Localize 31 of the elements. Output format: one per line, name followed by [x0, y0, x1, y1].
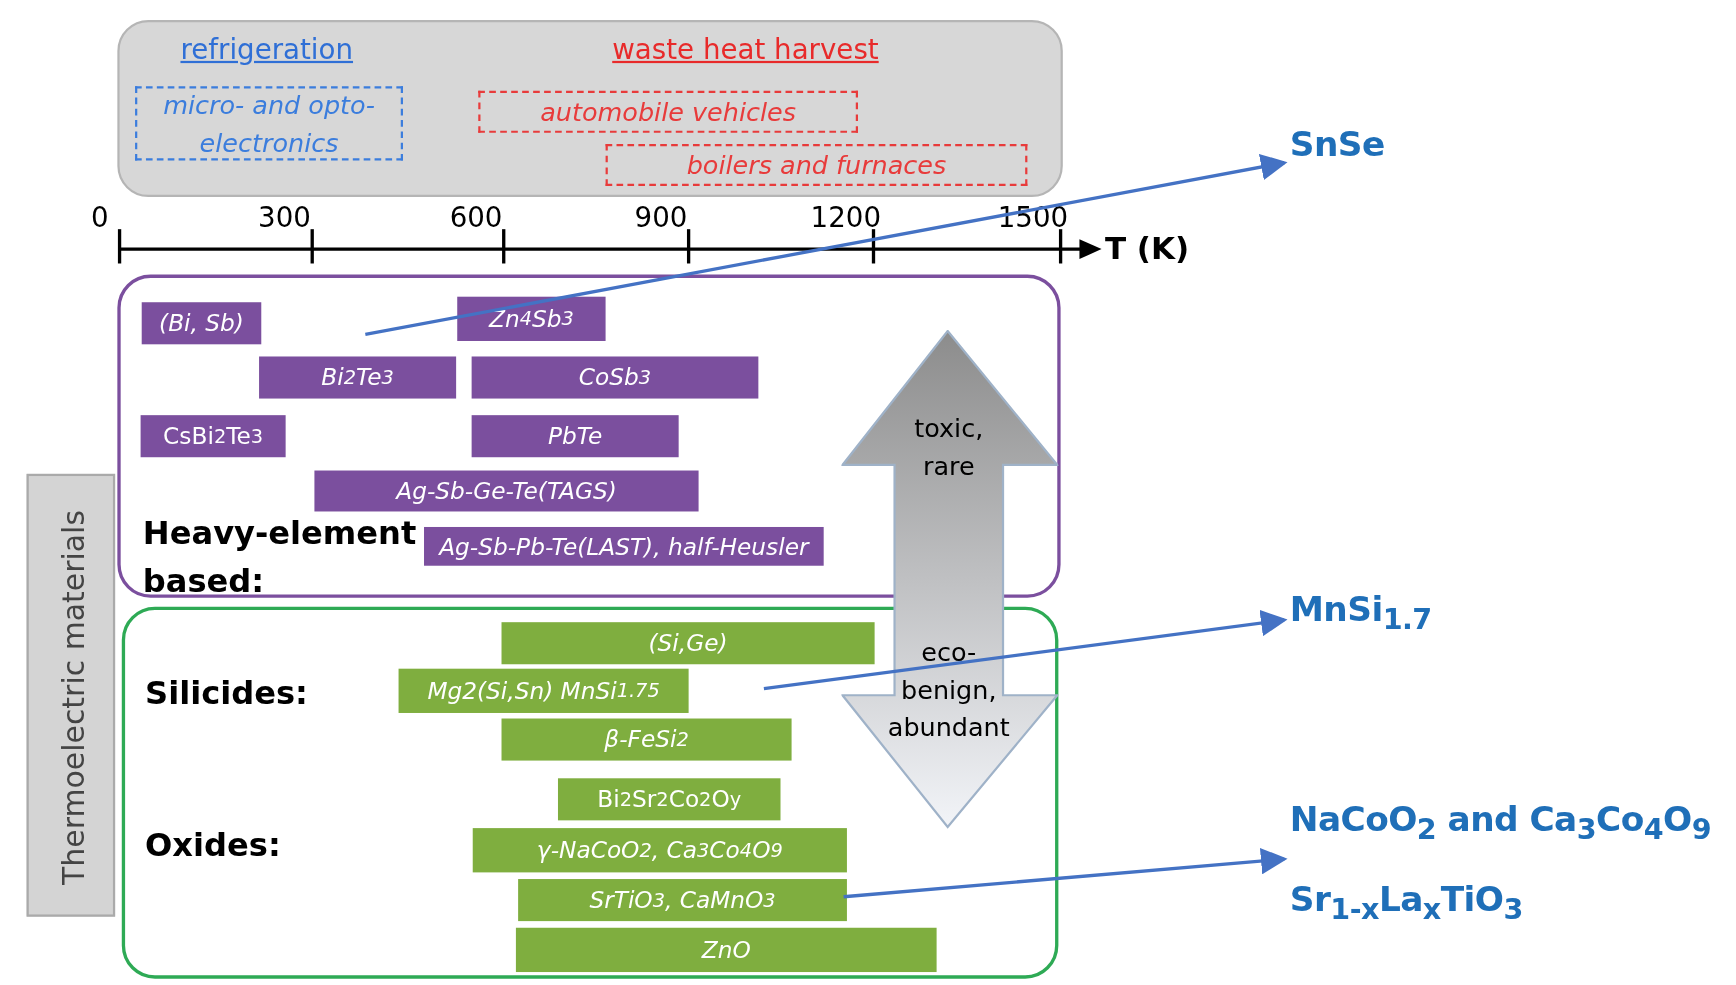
- application-panel: [117, 19, 1063, 198]
- tick-label: 1200: [809, 201, 883, 234]
- tick-label: 900: [633, 201, 689, 234]
- arrow: [843, 847, 1288, 899]
- material-bar: Ag-Sb-Ge-Te(TAGS): [314, 470, 699, 512]
- tick-label: 0: [89, 201, 109, 234]
- material-bar: PbTe: [471, 415, 679, 458]
- arrow: [763, 609, 1288, 691]
- material-bar: (Si,Ge): [501, 622, 875, 665]
- vertical-label: Thermoelectric materials: [26, 473, 116, 917]
- arrow-label: eco-benign, abundant: [886, 636, 1011, 744]
- material-name: MnSi$_{1.7}$: [1289, 589, 1432, 636]
- group-label: Heavy-element based:: [142, 512, 418, 603]
- tick-label: 300: [257, 201, 312, 234]
- material-name: SnSe: [1289, 124, 1385, 164]
- material-name: Sr$_{1-x}$La$_{x}$TiO$_{3}$: [1289, 879, 1523, 926]
- application-box: micro- and opto-electronics: [135, 86, 403, 161]
- application-box: automobile vehicles: [478, 90, 858, 133]
- arrow-label: toxic, rare: [913, 413, 985, 483]
- group-label: Oxides:: [145, 825, 281, 864]
- application-box: boilers and furnaces: [605, 143, 1028, 186]
- arrow: [365, 153, 1288, 336]
- axis-label: T (K): [1104, 230, 1190, 267]
- material-bar: ZnO: [515, 927, 937, 973]
- tick-label: 600: [448, 201, 504, 234]
- material-bar: Ag-Sb-Pb-Te(LAST), half-Heusler: [424, 527, 824, 566]
- heading: waste heat harvest: [612, 33, 879, 66]
- material-bar: (Bi, Sb): [141, 302, 262, 345]
- group-label: Silicides:: [145, 674, 308, 712]
- heading: refrigeration: [180, 33, 354, 66]
- material-name: NaCoO$_{2}$ and Ca$_{3}$Co$_{4}$O$_{9}$: [1289, 799, 1712, 847]
